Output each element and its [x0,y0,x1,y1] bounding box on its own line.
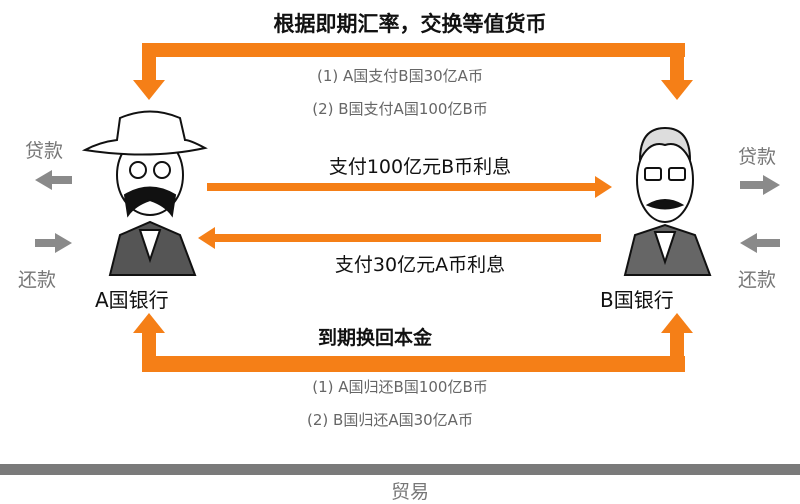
loan-arrow-left-a [35,170,72,190]
maturity-bracket [133,313,693,372]
diagram-title: 根据即期汇率，交换等值货币 [273,12,547,36]
initial-exchange-line-1: (1) A国支付B国30亿A币 [317,67,483,85]
maturity-line-1: (1) A国归还B国100亿B币 [312,378,488,396]
interest-arrow-right [207,176,612,198]
maturity-label: 到期换回本金 [317,327,432,349]
repay-arrow-left-b [740,233,780,253]
repay-label-b: 还款 [738,269,777,291]
banker-a-illustration [81,110,208,276]
loan-arrow-right-b [740,175,780,195]
interest-to-b-label: 支付100亿元B币利息 [328,156,512,178]
interest-arrow-left [198,227,601,249]
loan-label-b: 贷款 [738,146,777,168]
loan-label-a: 贷款 [25,140,64,162]
initial-exchange-bracket [133,43,693,100]
footer-bar [0,464,800,475]
repay-label-a: 还款 [18,269,57,291]
bank-a-label: A国银行 [95,288,169,312]
repay-arrow-right-a [35,233,72,253]
maturity-line-2: (2) B国归还A国30亿A币 [307,411,473,429]
bank-b-label: B国银行 [600,288,674,312]
banker-b-illustration [623,126,712,276]
interest-to-a-label: 支付30亿元A币利息 [334,254,506,276]
footer-label: 贸易 [390,481,429,503]
initial-exchange-line-2: (2) B国支付A国100亿B币 [312,100,488,118]
